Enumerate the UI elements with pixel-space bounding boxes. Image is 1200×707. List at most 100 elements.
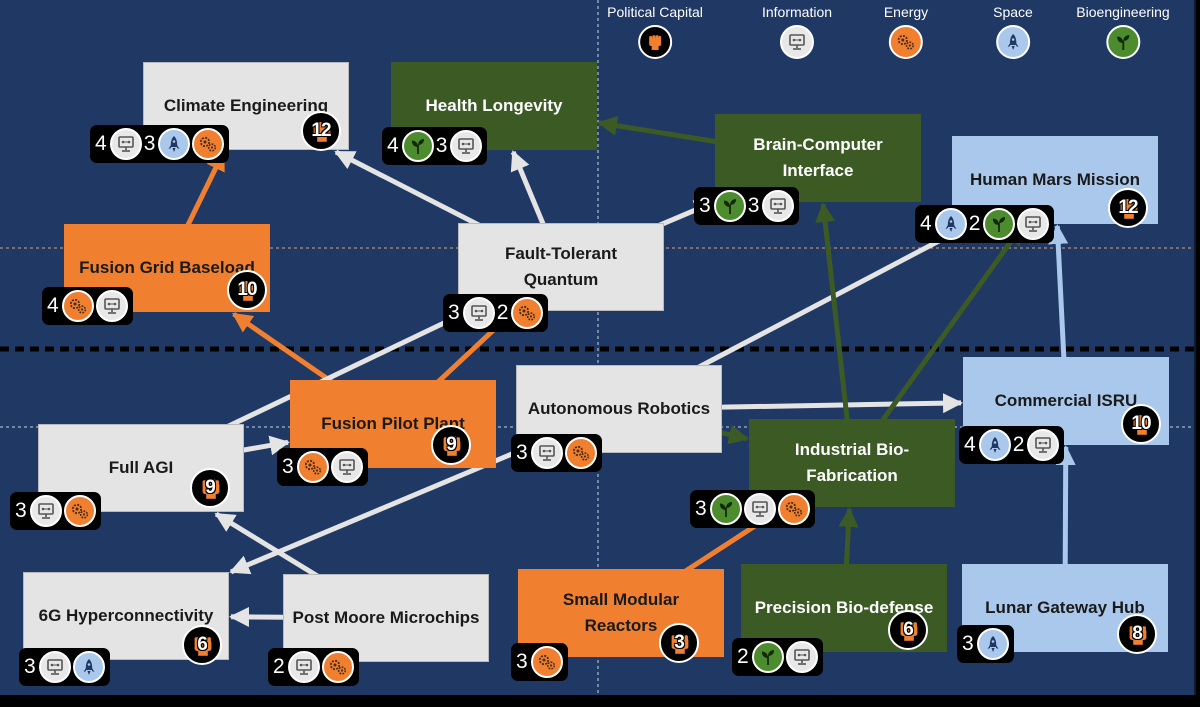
requirements-badge: 4 bbox=[42, 287, 133, 325]
requirement-count: 3 bbox=[516, 441, 528, 464]
gears-icon bbox=[61, 290, 94, 322]
requirement-count: 4 bbox=[95, 132, 107, 155]
political-cost-value: 10 bbox=[237, 279, 257, 300]
monitor-network-icon bbox=[330, 451, 363, 483]
monitor-network-icon bbox=[287, 651, 320, 683]
requirement-count: 3 bbox=[435, 134, 448, 157]
plant-sprout-icon bbox=[751, 641, 784, 673]
political-cost-badge: 3 bbox=[659, 623, 699, 663]
requirement-count: 2 bbox=[273, 655, 285, 678]
legend-bio: Bioengineering bbox=[1076, 4, 1170, 59]
political-cost-value: 12 bbox=[311, 120, 331, 141]
tech-name: Full AGI bbox=[108, 458, 174, 477]
requirement-count: 3 bbox=[747, 194, 760, 217]
requirement-count: 3 bbox=[15, 499, 27, 522]
requirement-count: 4 bbox=[964, 433, 976, 456]
gears-icon bbox=[530, 646, 563, 678]
legend-label: Energy bbox=[883, 4, 929, 20]
monitor-network-icon bbox=[462, 297, 495, 329]
gears-icon bbox=[777, 493, 810, 525]
tech-name: Autonomous Robotics bbox=[527, 399, 711, 418]
legend-political: Political Capital bbox=[607, 4, 703, 59]
political-cost-badge: 9 bbox=[431, 425, 471, 465]
legend-info: Information bbox=[762, 4, 832, 59]
legend-label: Information bbox=[761, 4, 833, 20]
plant-sprout-icon bbox=[713, 190, 746, 222]
monitor-network-icon bbox=[1017, 208, 1050, 240]
monitor-network-icon bbox=[1027, 429, 1060, 461]
plant-sprout-icon bbox=[983, 208, 1016, 240]
legend-space: Space bbox=[993, 4, 1033, 59]
requirement-count: 3 bbox=[24, 655, 36, 678]
legend-label: Political Capital bbox=[607, 4, 703, 20]
requirements-badge: 3 bbox=[511, 434, 602, 472]
tech-name: 6G Hyperconnectivity bbox=[38, 606, 214, 625]
rocket-icon bbox=[976, 628, 1009, 660]
requirement-count: 3 bbox=[962, 632, 974, 655]
rocket-icon bbox=[158, 128, 191, 160]
requirements-badge: 3 bbox=[10, 492, 101, 530]
tech-name: Small Modular Reactors bbox=[562, 590, 680, 635]
plant-sprout-icon bbox=[401, 130, 434, 162]
requirement-count: 3 bbox=[282, 455, 294, 478]
gears-icon bbox=[888, 25, 923, 59]
requirements-badge: 2 bbox=[732, 638, 823, 676]
monitor-network-icon bbox=[743, 493, 776, 525]
monitor-network-icon bbox=[29, 495, 62, 527]
requirements-badge: 3 bbox=[690, 490, 815, 528]
monitor-network-icon bbox=[530, 437, 563, 469]
monitor-network-icon bbox=[38, 651, 71, 683]
requirement-count: 3 bbox=[695, 497, 707, 520]
gears-icon bbox=[321, 651, 354, 683]
tech-card-post-moore[interactable]: Post Moore Microchips bbox=[283, 574, 489, 662]
requirement-count: 2 bbox=[496, 301, 509, 324]
gears-icon bbox=[511, 297, 544, 329]
tech-name: Commercial ISRU bbox=[994, 391, 1138, 410]
tech-name: Brain-Computer Interface bbox=[753, 135, 883, 180]
tech-name: Precision Bio-defense bbox=[754, 598, 934, 617]
gears-icon bbox=[192, 128, 225, 160]
political-cost-value: 10 bbox=[1131, 413, 1151, 434]
legend-label: Space bbox=[993, 4, 1033, 20]
monitor-network-icon bbox=[762, 190, 795, 222]
rocket-icon bbox=[995, 25, 1030, 59]
tech-name: Fusion Grid Baseload bbox=[79, 258, 255, 277]
tech-name: Fusion Pilot Plant bbox=[321, 414, 465, 433]
requirements-badge: 2 bbox=[268, 648, 359, 686]
tech-name: Health Longevity bbox=[425, 96, 563, 115]
political-cost-badge: 9 bbox=[190, 468, 230, 508]
requirement-count: 4 bbox=[387, 134, 399, 157]
political-cost-value: 8 bbox=[1132, 623, 1143, 644]
gears-icon bbox=[296, 451, 329, 483]
legend-label: Bioengineering bbox=[1076, 4, 1170, 20]
requirement-count: 3 bbox=[516, 650, 528, 673]
political-cost-badge: 8 bbox=[1117, 614, 1157, 654]
tech-name: Post Moore Microchips bbox=[292, 608, 480, 627]
gears-icon bbox=[63, 495, 96, 527]
political-cost-badge: 10 bbox=[227, 270, 267, 310]
monitor-network-icon bbox=[109, 128, 142, 160]
political-cost-badge: 6 bbox=[888, 610, 928, 650]
requirement-count: 3 bbox=[448, 301, 460, 324]
requirement-count: 3 bbox=[143, 132, 156, 155]
tech-name: Lunar Gateway Hub bbox=[985, 598, 1145, 617]
political-cost-value: 6 bbox=[903, 619, 914, 640]
tech-name: Climate Engineering bbox=[163, 96, 329, 115]
political-cost-badge: 6 bbox=[182, 625, 222, 665]
plant-sprout-icon bbox=[709, 493, 742, 525]
tech-name: Human Mars Mission bbox=[969, 170, 1141, 189]
rocket-icon bbox=[934, 208, 967, 240]
requirement-count: 3 bbox=[699, 194, 711, 217]
requirement-count: 2 bbox=[968, 212, 981, 235]
legend-energy: Energy bbox=[884, 4, 928, 59]
requirements-badge: 3 bbox=[511, 643, 568, 681]
political-cost-badge: 12 bbox=[301, 111, 341, 151]
gears-icon bbox=[564, 437, 597, 469]
rocket-icon bbox=[72, 651, 105, 683]
